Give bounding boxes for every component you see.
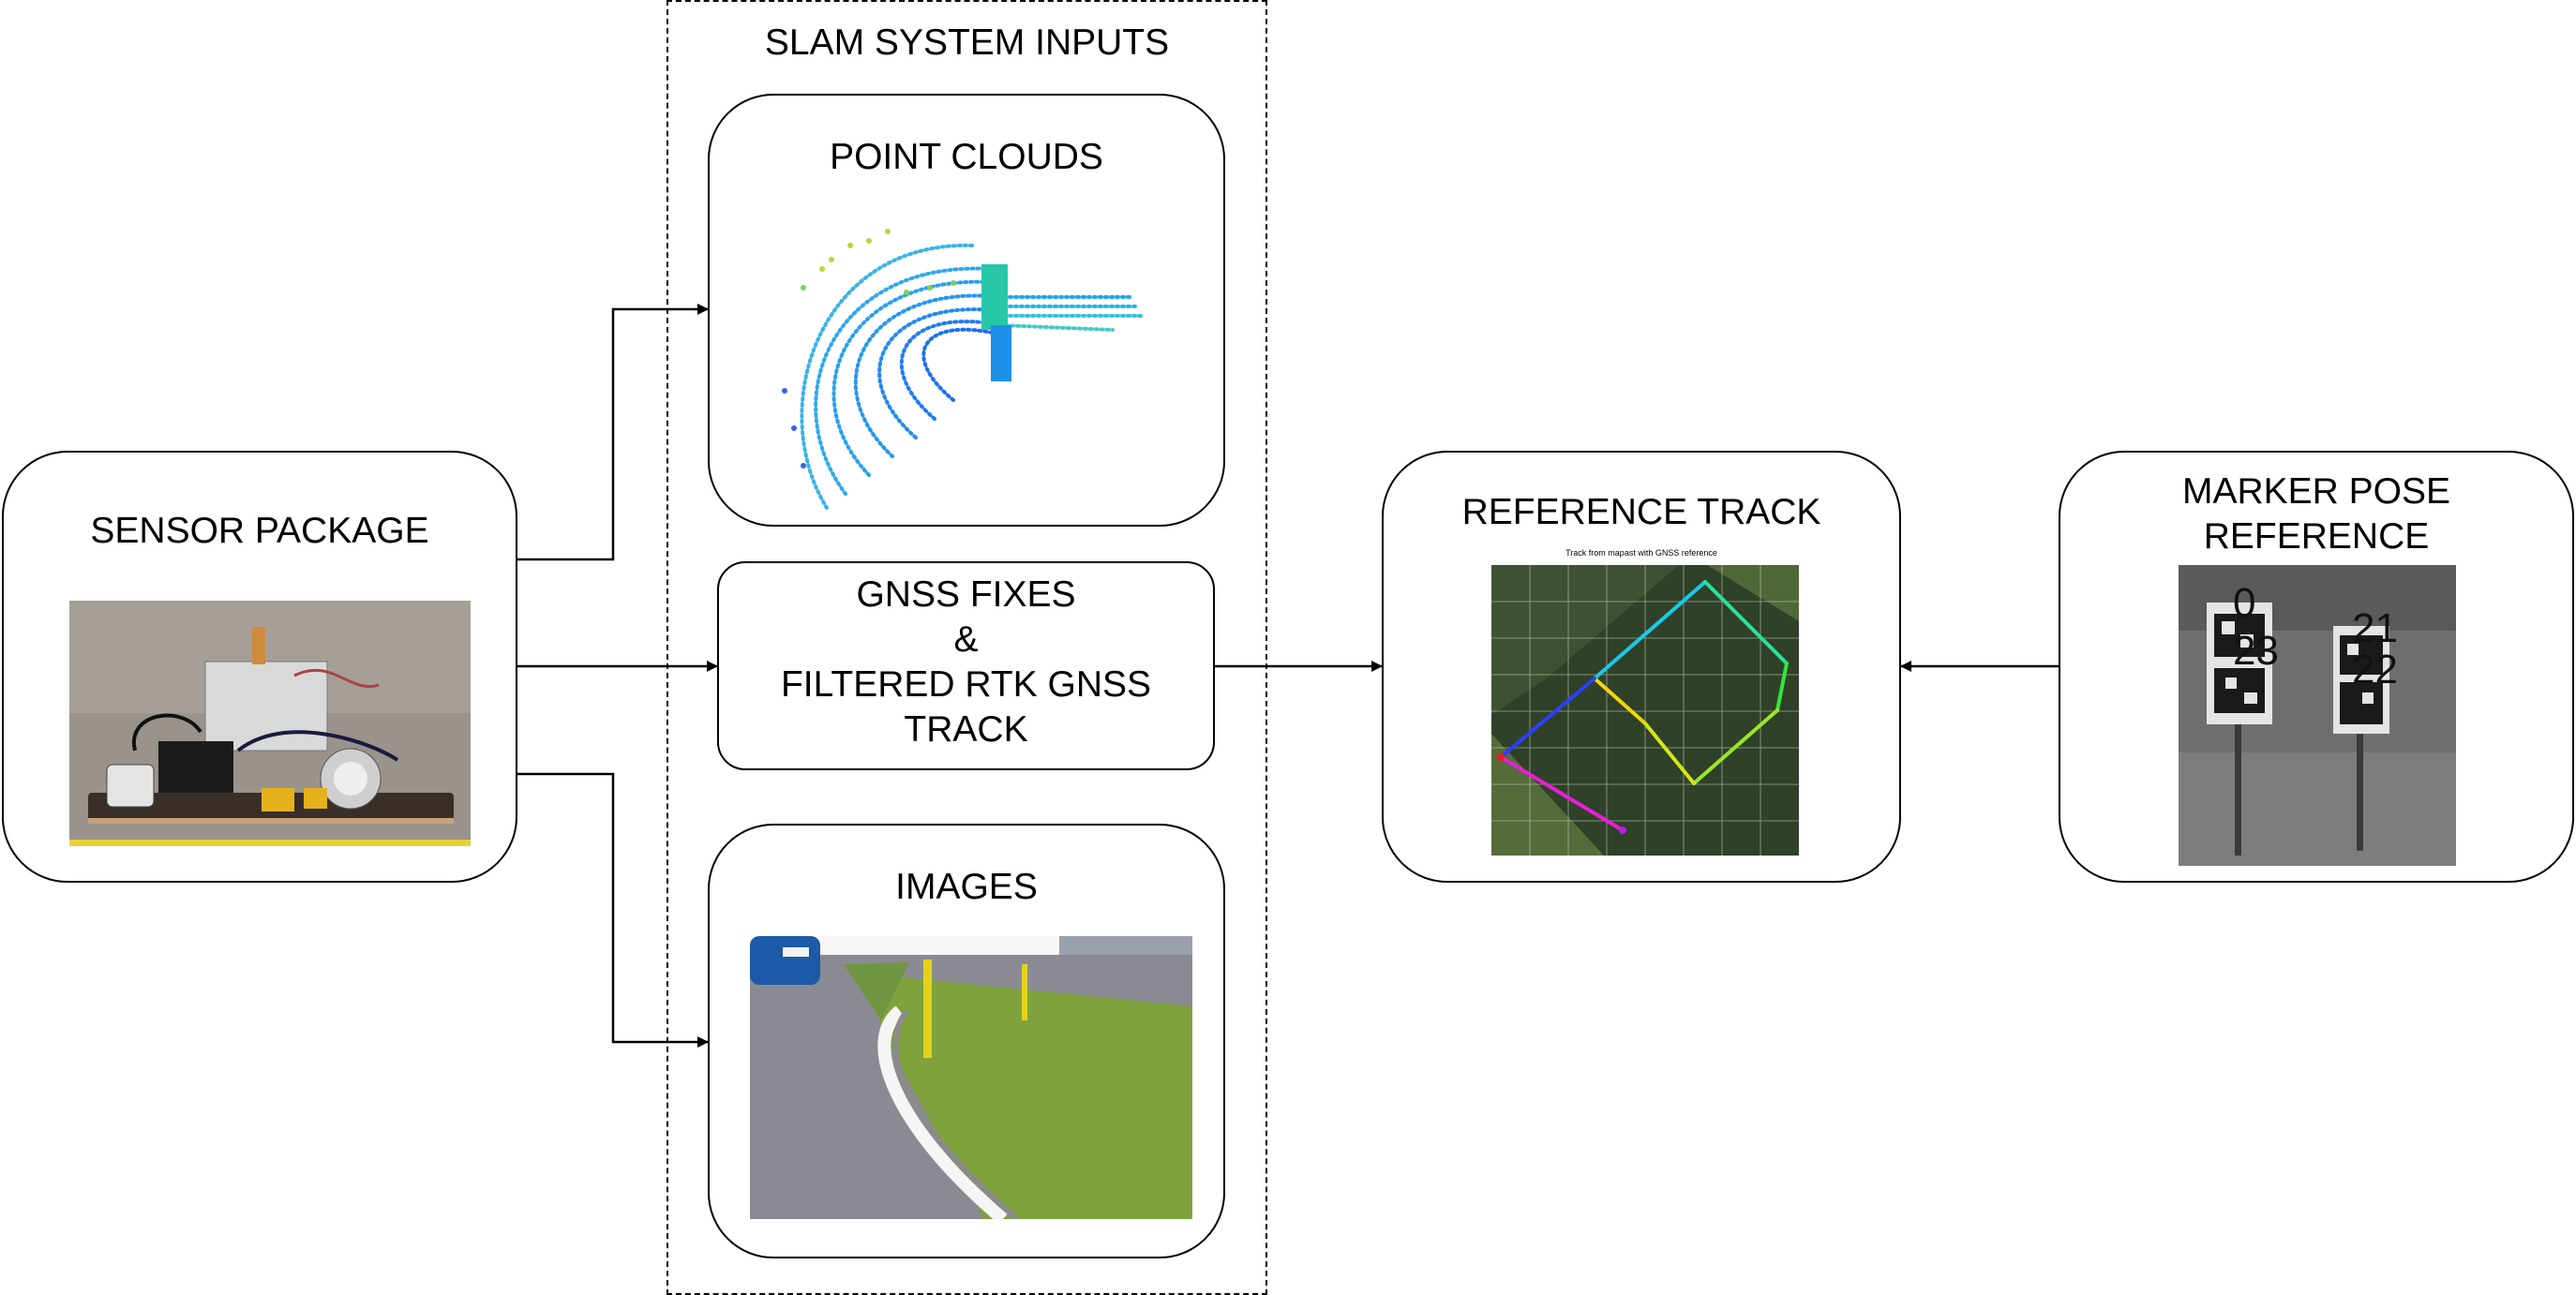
slam-inputs-group: SLAM SYSTEM INPUTS bbox=[666, 0, 1267, 1295]
marker-id-21: 21 bbox=[2352, 605, 2398, 651]
marker-id-23: 23 bbox=[2233, 628, 2279, 674]
gnss-node[interactable]: GNSS FIXES & FILTERED RTK GNSS TRACK bbox=[717, 561, 1215, 770]
sensor-package-node[interactable]: SENSOR PACKAGE bbox=[2, 451, 517, 883]
sensor-package-label: SENSOR PACKAGE bbox=[90, 511, 429, 551]
track-seg-magenta bbox=[1499, 755, 1625, 832]
point-cloud-image bbox=[782, 229, 1143, 510]
marker-pose-label: MARKER POSE REFERENCE bbox=[2181, 471, 2451, 557]
marker-id-0: 0 bbox=[2233, 580, 2255, 626]
reference-track-plot-title: Track from mapast with GNSS reference bbox=[1565, 548, 1717, 558]
track-seg-cyan-green bbox=[1703, 580, 1789, 665]
track-seg-yellow bbox=[1593, 677, 1647, 725]
edge-sensor-to-images bbox=[517, 772, 709, 1048]
camera-image bbox=[750, 936, 1192, 1219]
marker-pose-node[interactable]: MARKER POSE REFERENCE 0 23 21 22 bbox=[2059, 451, 2574, 883]
track-seg-cyan bbox=[1593, 580, 1707, 680]
sensor-package-photo bbox=[69, 601, 471, 846]
track-seg-yellow-2 bbox=[1643, 722, 1696, 785]
slam-inputs-group-label: SLAM SYSTEM INPUTS bbox=[764, 22, 1170, 63]
track-seg-blue bbox=[1499, 677, 1596, 759]
marker-photo: 0 23 21 22 bbox=[2179, 565, 2456, 866]
gnss-label: GNSS FIXES & FILTERED RTK GNSS TRACK bbox=[780, 574, 1152, 750]
track-seg-green-yellow bbox=[1692, 708, 1779, 785]
track-seg-green bbox=[1775, 662, 1789, 712]
reference-track-label: REFERENCE TRACK bbox=[1461, 492, 1821, 532]
images-label: IMAGES bbox=[895, 867, 1038, 907]
reference-track-node[interactable]: REFERENCE TRACK Track from mapast with G… bbox=[1382, 451, 1901, 883]
edge-sensor-to-pointclouds bbox=[517, 304, 709, 561]
point-clouds-node[interactable]: POINT CLOUDS bbox=[708, 94, 1225, 527]
marker-id-22: 22 bbox=[2352, 647, 2398, 692]
reference-track-plot bbox=[1491, 565, 1799, 856]
images-node[interactable]: IMAGES bbox=[708, 824, 1225, 1258]
point-clouds-label: POINT CLOUDS bbox=[830, 137, 1103, 177]
